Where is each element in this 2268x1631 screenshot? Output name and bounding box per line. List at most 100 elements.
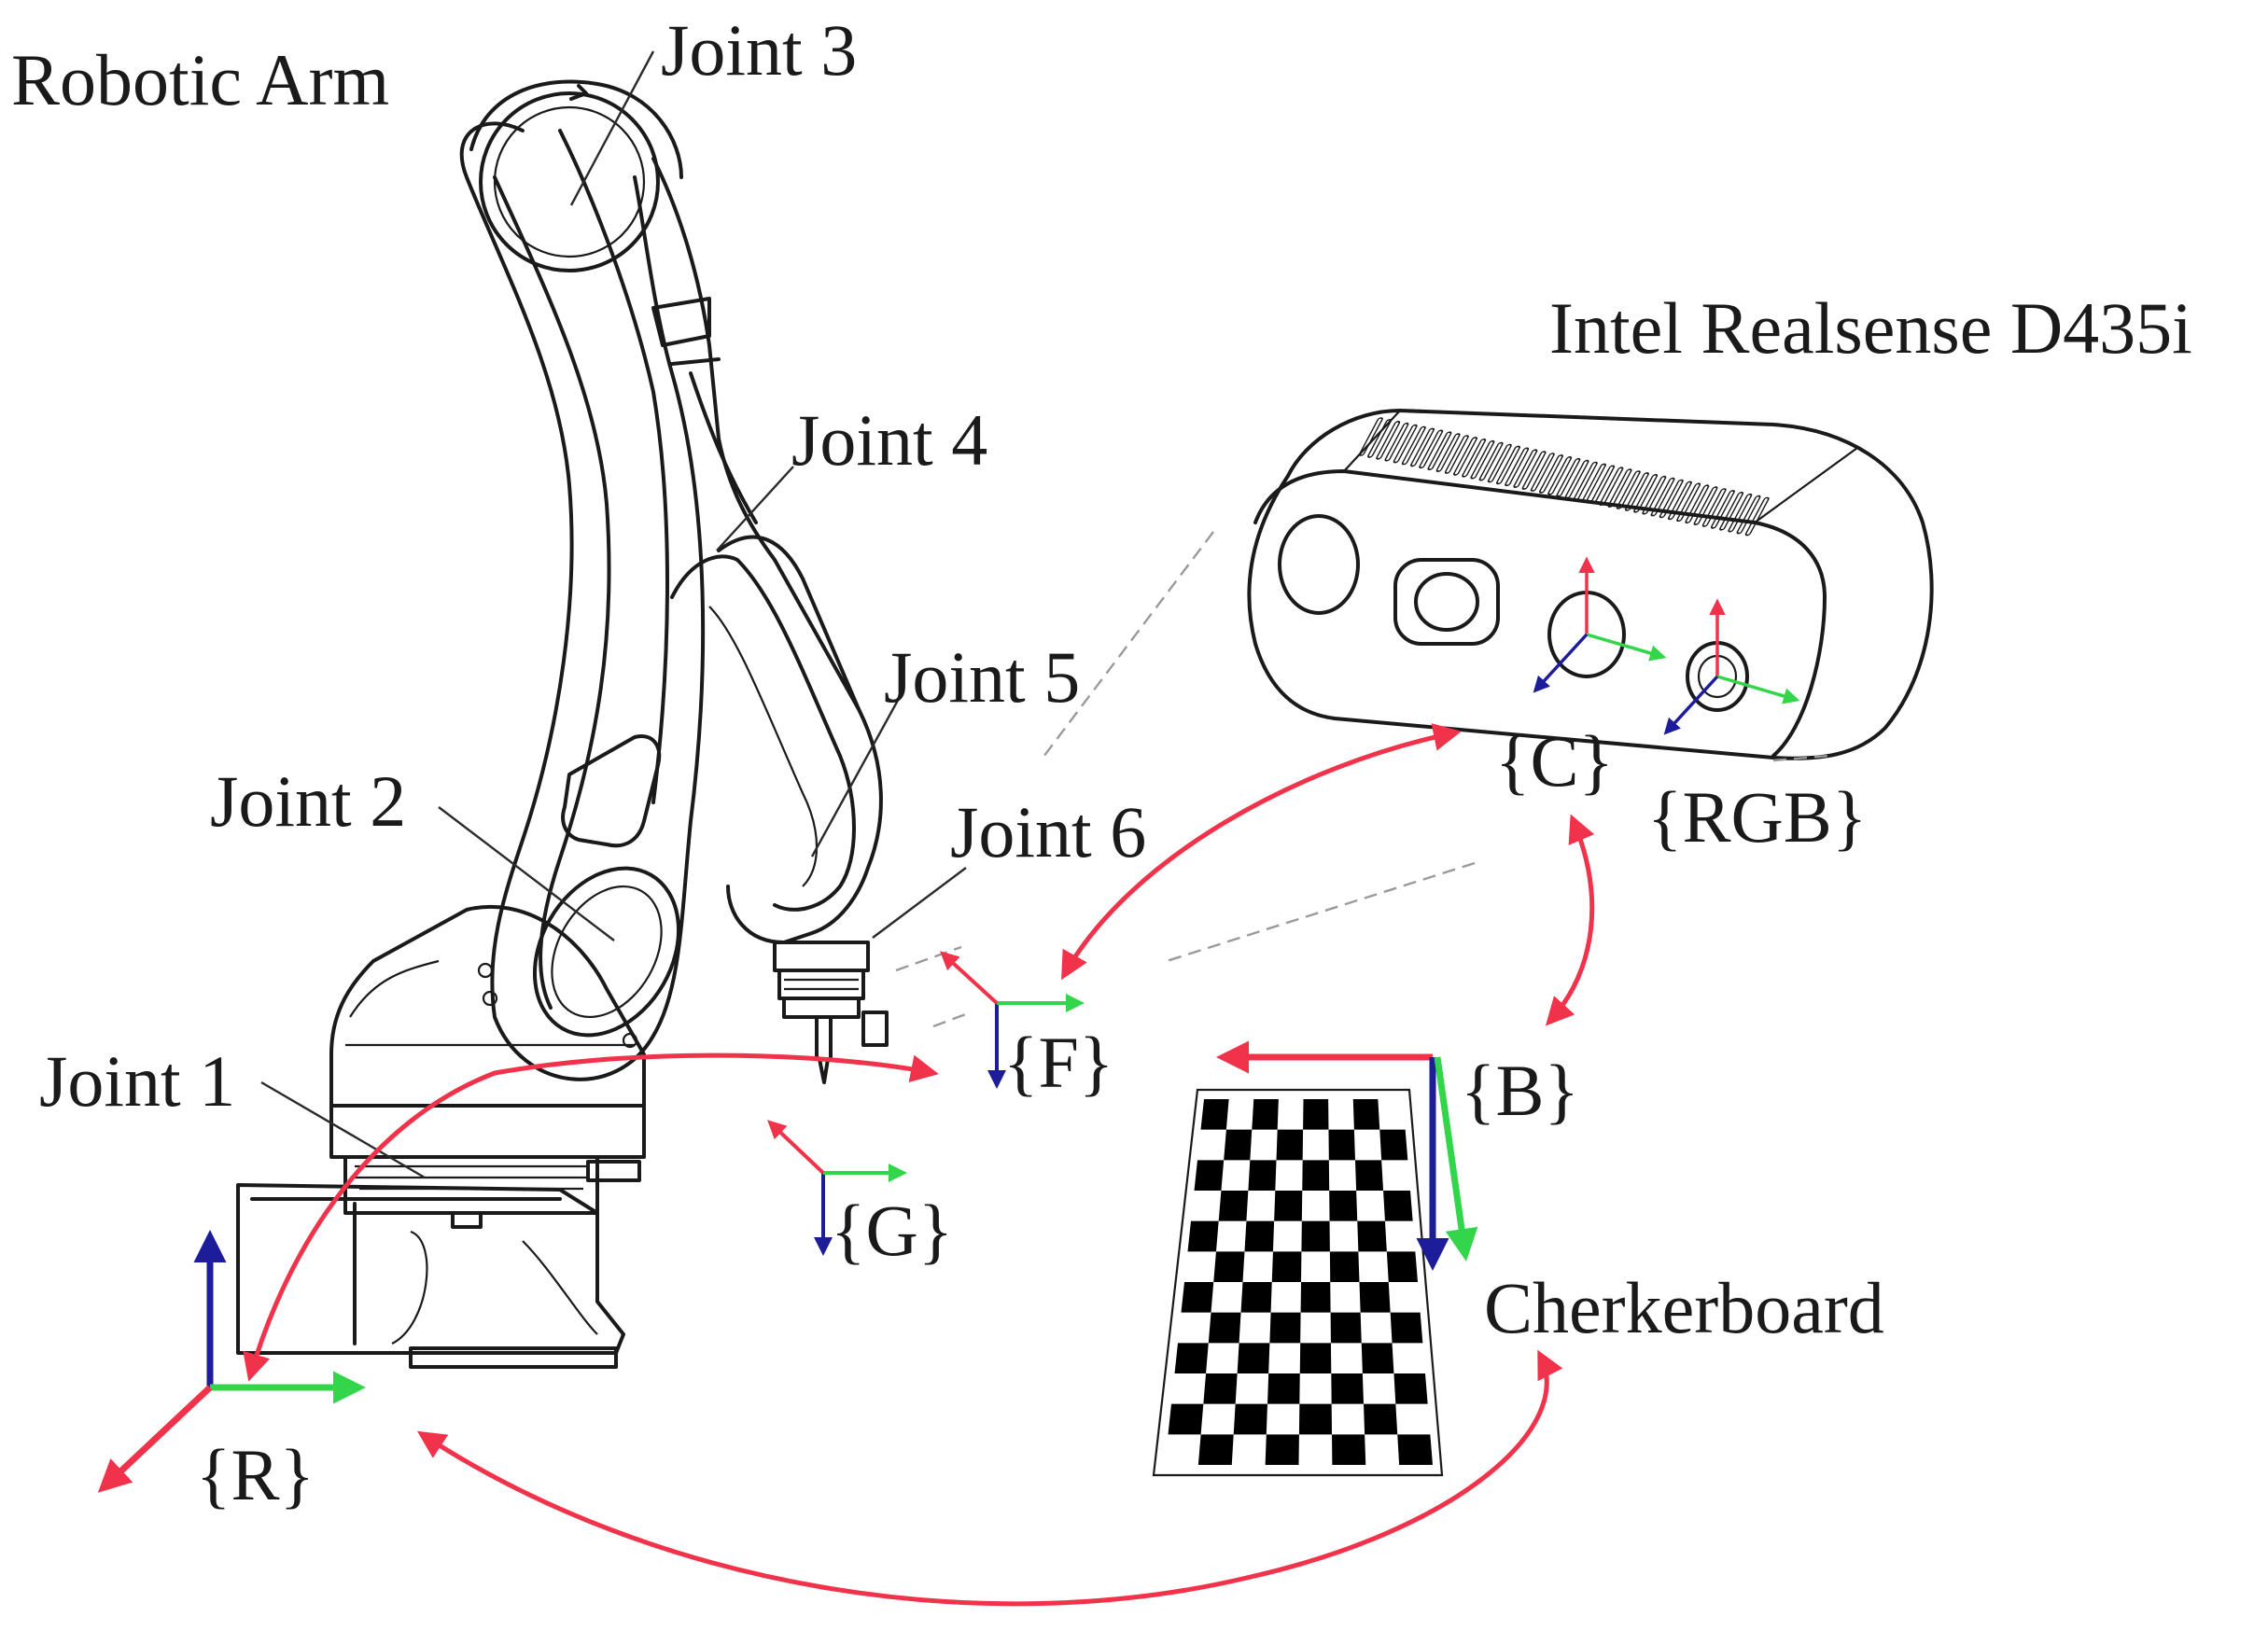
checker-square [1237,1343,1270,1373]
vent-slot [1367,419,1393,458]
frame-label-B: {B} [1461,1050,1579,1131]
leader-joint-5 [810,694,903,857]
frame-label-RGB: {RGB} [1647,776,1867,857]
vent-slot [1633,473,1659,513]
vent-slot [1581,463,1606,503]
checker-square [1213,1251,1245,1282]
checker-square [1331,1373,1364,1404]
camera-vent-slots [1358,417,1770,537]
label-joint-1: Joint 1 [39,1040,235,1122]
axes-F [940,951,1085,1089]
label-robotic-arm: Robotic Arm [11,39,389,120]
arrow-C-to-F [1061,723,1462,981]
checker-square [1168,1403,1204,1435]
checker-square [1298,1403,1333,1435]
vent-slot [1590,465,1616,505]
checker-square [1383,1191,1413,1221]
axis-RGB-y [1716,675,1800,704]
vent-slot [1444,435,1469,474]
axis-C-z [1533,633,1589,693]
vent-slot [1401,425,1426,466]
vent-slot [1478,441,1504,481]
checker-square [1197,1434,1234,1465]
robot-lower-arm [459,121,706,1081]
checker-square [1299,1343,1332,1373]
frame-label-C: {C} [1495,720,1614,802]
relation-arrows [243,723,1595,1607]
leader-joint-6 [872,867,967,939]
vent-slot [1659,479,1684,519]
vent-slot [1453,437,1478,476]
frame-label-G: {G} [831,1190,953,1271]
vent-slot [1616,470,1641,509]
vent-slot [1505,447,1530,487]
checker-square [1361,1343,1394,1373]
vent-slot [1556,457,1581,497]
checker-square [1252,1099,1279,1130]
vent-slot [1419,429,1444,469]
robot-shoulder [329,904,646,1108]
label-leader-lines [260,50,967,1179]
camera-ir-left-window [1393,558,1500,646]
label-joint-3: Joint 3 [661,9,857,91]
vent-slot [1410,427,1435,467]
vent-slot [1470,439,1495,480]
axis-B-y [1434,1056,1478,1262]
axes-B [1216,1040,1478,1271]
checker-square [1248,1160,1277,1191]
checker-square [1194,1160,1225,1191]
robot-arm-drawing [236,79,889,1369]
frame-label-F: {F} [1003,1022,1113,1103]
checker-square [1174,1343,1209,1373]
vent-slot [1376,420,1401,460]
robot-joint3-head [469,79,683,272]
checker-square [1208,1312,1241,1344]
checker-square [1302,1160,1330,1191]
axis-R-x [97,1385,213,1493]
vent-slot [1719,491,1744,531]
checker-square [1187,1220,1219,1252]
vent-slot [1487,443,1512,483]
vent-slot [1667,481,1692,521]
label-camera: Intel Realsense D435i [1549,287,2192,369]
axis-C-y [1586,633,1667,662]
label-joint-4: Joint 4 [791,399,987,481]
checker-square [1274,1191,1303,1221]
checker-square [1269,1312,1301,1344]
vent-slot [1427,431,1452,471]
frame-label-R: {R} [196,1434,315,1515]
axes-C [1533,556,1667,693]
checker-square [1265,1434,1299,1465]
vent-slot [1496,445,1520,485]
checker-square [1386,1251,1418,1282]
leader-joint-2 [438,806,615,941]
axes-RGB [1663,598,1800,735]
checker-square [1397,1434,1433,1465]
axis-F-x [940,951,999,1005]
vent-slot [1513,449,1538,489]
checker-square [1244,1220,1275,1252]
leader-joint-3 [569,50,655,206]
checker-square [1355,1160,1384,1191]
checkerboard-cells [1168,1099,1433,1465]
vent-slot [1573,461,1598,501]
vent-slot [1358,417,1383,456]
vent-slot [1607,468,1632,508]
label-joint-5: Joint 5 [884,636,1080,718]
vent-slot [1462,438,1487,478]
vent-slot [1728,493,1753,533]
vent-slot [1701,488,1727,527]
vent-slot [1685,484,1710,524]
text-labels: Robotic Arm Joint 3 Joint 4 Joint 5 Join… [11,9,2192,1515]
checker-square [1276,1129,1304,1161]
checker-square [1303,1099,1329,1130]
robot-upper-arm [651,157,883,944]
robot-rotating-base [329,1104,646,1229]
arrow-R-to-F [492,1052,939,1083]
vent-slot [1642,475,1667,515]
vent-slot [1676,482,1701,523]
arrow-C-to-B [1545,814,1595,1026]
checker-square [1181,1282,1214,1313]
arrow-to-R [243,1070,497,1382]
